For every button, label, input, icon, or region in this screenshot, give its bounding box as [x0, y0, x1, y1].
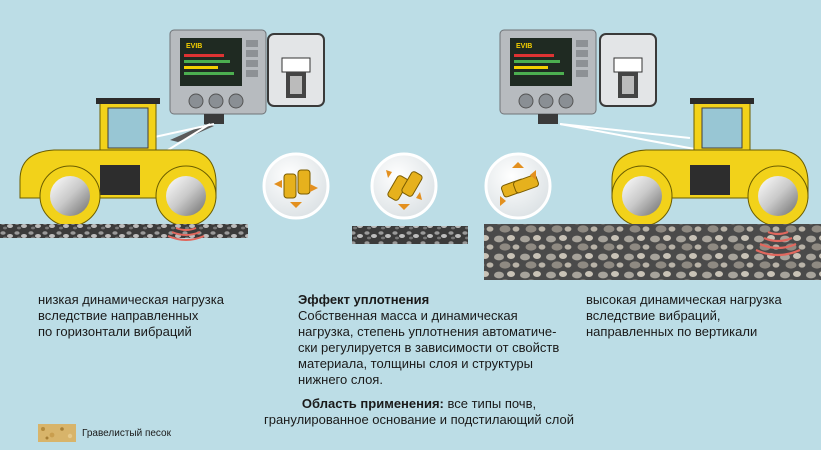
- application-area-text-1: все типы почв,: [443, 396, 537, 411]
- left-caption: низкая динамическая нагрузка вследствие …: [38, 292, 224, 340]
- roller-right: [611, 98, 809, 227]
- center-body-line: нагрузка, степень уплотнения автоматиче-: [298, 324, 557, 339]
- vibration-marks-right: [755, 230, 801, 257]
- application-area-text-2: гранулированное основание и подстилающий…: [263, 412, 574, 427]
- left-caption-line: по горизонтали вибраций: [38, 324, 192, 339]
- ground-right: [484, 224, 821, 280]
- center-body-line: нижнего слоя.: [298, 372, 383, 387]
- control-display-left: EVIB: [169, 29, 267, 124]
- display-brand: EVIB: [516, 43, 532, 50]
- left-caption-line: вследствие направленных: [38, 308, 199, 323]
- control-display-right: EVIB: [499, 29, 597, 124]
- ground-left: [0, 224, 248, 238]
- vibration-marks-left: [167, 227, 205, 241]
- right-caption-line: направленных по вертикали: [586, 324, 758, 339]
- ground-center: [352, 226, 468, 244]
- mechanism-circle-1: [262, 152, 330, 220]
- legend: Гравелистый песок: [38, 424, 171, 442]
- center-caption: Эффект уплотнения Собственная масса и ди…: [254, 292, 584, 428]
- application-area-label: Область применения:: [301, 396, 444, 411]
- center-body: Собственная масса и динамическая нагрузк…: [254, 308, 584, 388]
- detail-inset-right: [599, 33, 657, 107]
- sand-swatch-icon: [38, 424, 76, 442]
- center-title: Эффект уплотнения: [298, 292, 430, 307]
- roller-left: [19, 98, 217, 227]
- center-body-line: Собственная масса и динамическая: [298, 308, 518, 323]
- detail-inset-left: [267, 33, 325, 107]
- display-brand: EVIB: [186, 43, 202, 50]
- right-caption-line: высокая динамическая нагрузка: [586, 292, 782, 307]
- right-caption-line: вследствие вибраций,: [586, 308, 721, 323]
- mechanism-circle-3: [484, 152, 552, 220]
- compaction-scene: EVIB: [0, 29, 821, 280]
- center-body-line: материала, толщины слоя и структуры: [298, 356, 533, 371]
- center-body-line: ски регулируется в зависимости от свойст…: [298, 340, 560, 355]
- legend-label: Гравелистый песок: [82, 427, 171, 439]
- left-caption-line: низкая динамическая нагрузка: [38, 292, 224, 307]
- application-area: Область применения: все типы почв, грану…: [254, 396, 584, 428]
- mechanism-circle-2: [370, 152, 438, 220]
- right-caption: высокая динамическая нагрузка вследствие…: [586, 292, 782, 340]
